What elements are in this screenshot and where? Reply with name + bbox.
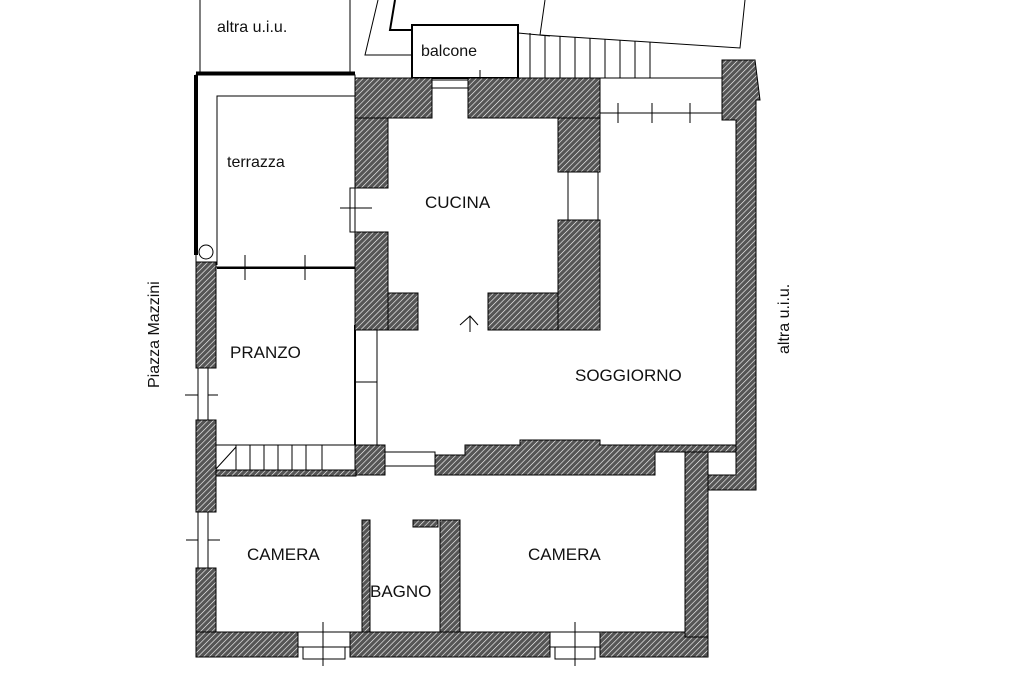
label-bagno: BAGNO [370, 582, 432, 601]
stairs-top [518, 33, 740, 79]
label-pranzo: PRANZO [230, 343, 301, 362]
stairs-pranzo [214, 445, 323, 471]
walls [195, 59, 761, 658]
label-terrazza: terrazza [227, 154, 285, 171]
label-balcone: balcone [421, 43, 478, 60]
label-soggiorno: SOGGIORNO [575, 366, 682, 385]
label-piazza-mazzini: Piazza Mazzini [146, 281, 163, 388]
label-camera-left: CAMERA [247, 545, 320, 564]
label-cucina: CUCINA [425, 193, 491, 212]
niche [567, 171, 599, 221]
label-camera-right: CAMERA [528, 545, 601, 564]
label-altra-uiu-top: altra u.i.u. [217, 19, 288, 36]
label-altra-uiu-right: altra u.i.u. [776, 283, 793, 354]
